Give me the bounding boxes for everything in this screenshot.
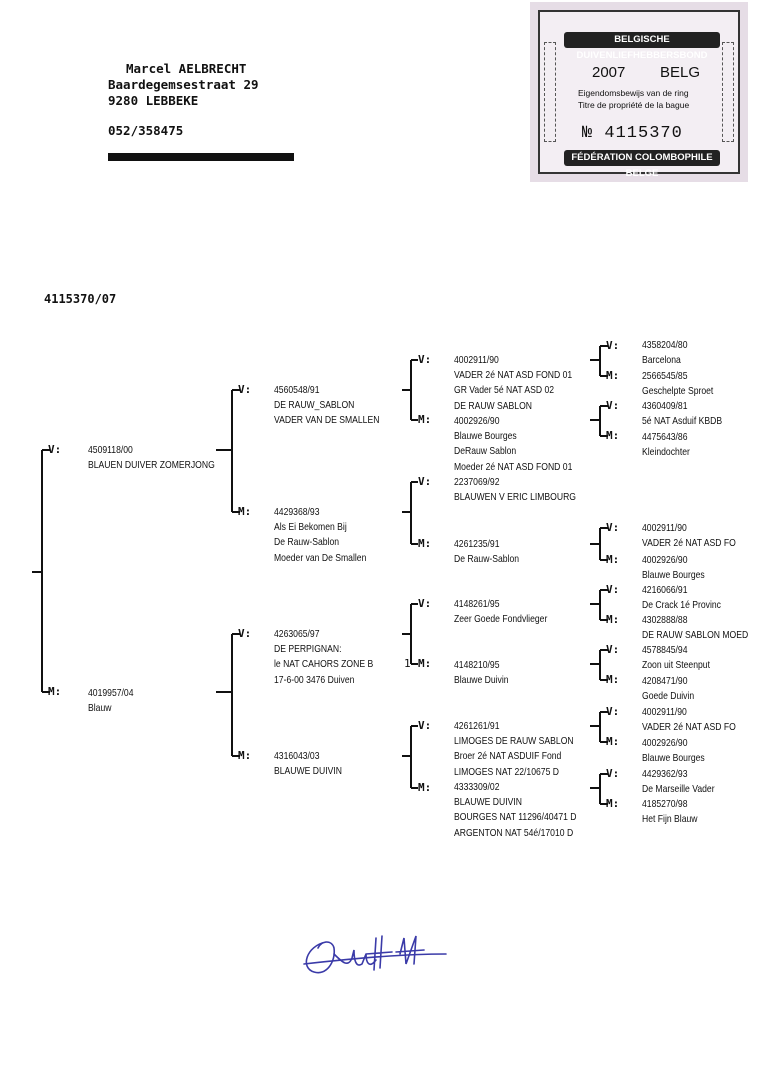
ownership-card: BELGISCHE DUIVENLIEFHEBBERSBOND 2007 BEL…	[530, 2, 748, 182]
label-sire-g2a: V:	[238, 383, 252, 396]
label-dam-g4a: M:	[606, 369, 620, 382]
ring-number: 4115370/07	[44, 292, 117, 306]
card-line-nl: Eigendomsbewijs van de ring	[578, 88, 689, 98]
label-dam-g3b: M:	[418, 537, 432, 550]
signature	[303, 935, 447, 974]
owner-street: Baardegemsestraat 29	[108, 77, 259, 92]
label-dam-g1: M:	[48, 685, 62, 698]
label-dam-g3c: M:	[418, 657, 432, 670]
label-dam-g4e: M:	[606, 673, 620, 686]
label-dam-g4g: M:	[606, 797, 620, 810]
label-dam-g3a: M:	[418, 413, 432, 426]
card-bottom-banner: FÉDÉRATION COLOMBOPHILE BELGE	[564, 150, 720, 179]
owner-phone: 052/358475	[108, 123, 184, 138]
stray-mark: 1	[404, 657, 411, 670]
card-line-fr: Titre de propriété de la bague	[578, 100, 690, 110]
label-sire-g4f: V:	[606, 705, 620, 718]
label-dam-g4b: M:	[606, 429, 620, 442]
label-dam-g4f: M:	[606, 735, 620, 748]
label-sire-g2b: V:	[238, 627, 252, 640]
card-frame: BELGISCHE DUIVENLIEFHEBBERSBOND 2007 BEL…	[538, 10, 740, 179]
label-dam-g2b: M:	[238, 749, 252, 762]
label-sire-g3b: V:	[418, 475, 432, 488]
label-sire-g4g: V:	[606, 767, 620, 780]
card-year: 2007	[592, 64, 626, 81]
label-sire-g4e: V:	[606, 643, 620, 656]
label-sire-g4b: V:	[606, 399, 620, 412]
label-dam-g4d: M:	[606, 613, 620, 626]
label-dam-g3d: M:	[418, 781, 432, 794]
label-sire-g4d: V:	[606, 583, 620, 596]
card-ornament-left	[544, 42, 556, 142]
owner-underline	[108, 153, 294, 161]
owner-name: Marcel AELBRECHT	[126, 61, 247, 76]
label-sire-g3c: V:	[418, 597, 432, 610]
label-dam-g2a: M:	[238, 505, 252, 518]
owner-city: 9280 LEBBEKE	[108, 93, 199, 108]
label-sire-g3a: V:	[418, 353, 432, 366]
card-number: № 4115370	[582, 124, 683, 143]
card-country: BELG	[660, 64, 701, 81]
label-sire-g1: V:	[48, 443, 62, 456]
label-sire-g4c: V:	[606, 521, 620, 534]
label-sire-g3d: V:	[418, 719, 432, 732]
label-sire-g4a: V:	[606, 339, 620, 352]
card-ornament-right	[722, 42, 734, 142]
card-top-banner: BELGISCHE DUIVENLIEFHEBBERSBOND	[564, 32, 720, 61]
label-dam-g4c: M:	[606, 553, 620, 566]
